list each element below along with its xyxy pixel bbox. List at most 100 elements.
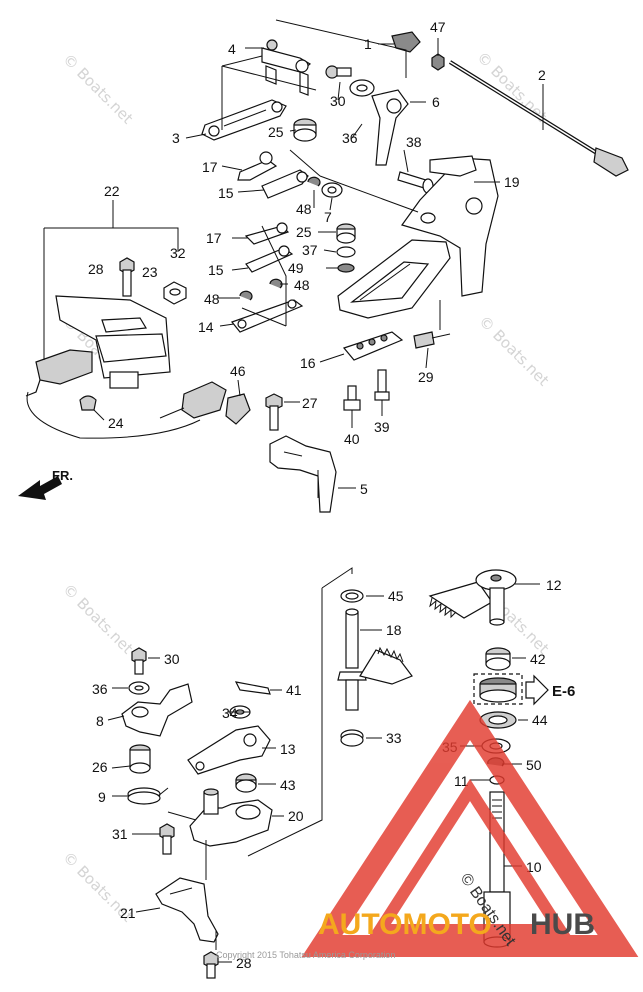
part-13-arm xyxy=(187,725,271,775)
callout-12: 12 xyxy=(546,577,562,593)
part-1-clip xyxy=(391,31,421,53)
part-14-plate xyxy=(231,299,304,333)
part-24-clamp xyxy=(79,395,97,411)
callout-4: 4 xyxy=(228,41,236,57)
part-15-joint-b xyxy=(245,245,294,273)
part-18-shaft xyxy=(337,608,413,711)
callout-38: 38 xyxy=(406,134,422,150)
copyright-text: Copyright 2015 Tohatsu America Corporati… xyxy=(216,950,395,960)
part-bearing-ref xyxy=(473,673,523,705)
callout-17b: 17 xyxy=(206,230,222,246)
callout-18: 18 xyxy=(386,622,402,638)
callout-43: 43 xyxy=(280,777,296,793)
part-7-washer xyxy=(321,182,343,198)
callout-8: 8 xyxy=(96,713,104,729)
callout-13: 13 xyxy=(280,741,296,757)
part-32-nut xyxy=(163,281,187,305)
part-15-joint-a xyxy=(261,169,309,199)
callout-39: 39 xyxy=(374,419,390,435)
callout-31: 31 xyxy=(112,826,128,842)
front-direction-arrow: FR. xyxy=(18,468,73,500)
callout-32: 32 xyxy=(170,245,186,261)
callout-45: 45 xyxy=(388,588,404,604)
watermark: © Boats.net xyxy=(473,48,551,126)
callout-36: 36 xyxy=(342,130,358,146)
callout-48: 48 xyxy=(296,201,312,217)
callout-3: 3 xyxy=(172,130,180,146)
callout-1: 1 xyxy=(364,36,372,52)
part-19-bracket xyxy=(337,155,499,319)
part-25-bush xyxy=(293,118,317,142)
callout-34: 34 xyxy=(222,705,238,721)
part-48-clip-b xyxy=(239,290,253,301)
callout-21: 21 xyxy=(120,905,136,921)
part-48-clip-a xyxy=(307,176,321,187)
part-2-cable xyxy=(448,60,629,177)
part-27-bolt xyxy=(265,393,283,431)
callout-36b: 36 xyxy=(92,681,108,697)
callout-23: 23 xyxy=(142,264,158,280)
logo-text-automoto: AUTOMOTO xyxy=(318,908,492,941)
callout-15b: 15 xyxy=(208,262,224,278)
front-label: FR. xyxy=(52,468,73,483)
callout-22: 22 xyxy=(104,183,120,199)
callout-33: 33 xyxy=(386,730,402,746)
part-16-slider xyxy=(342,331,404,361)
part-8-bracket xyxy=(121,683,193,737)
part-36-washer-b xyxy=(128,681,150,695)
watermark: © Boats.net xyxy=(59,580,137,658)
ref-label: E-6 xyxy=(552,683,575,700)
part-5-bracket xyxy=(269,435,337,513)
callout-numbers: 47 1 4 2 30 6 3 25 36 38 17 19 15 48 7 2… xyxy=(88,19,562,971)
callout-2: 2 xyxy=(538,67,546,83)
callout-27: 27 xyxy=(302,395,318,411)
part-42-bush xyxy=(485,647,511,671)
part-45-oring xyxy=(340,589,364,603)
part-25-bush-b xyxy=(336,223,356,244)
part-washer-top xyxy=(349,79,375,97)
logo-text-hub: HUB xyxy=(530,908,595,941)
callout-48b: 48 xyxy=(204,291,220,307)
callout-41: 41 xyxy=(286,682,302,698)
watermark: © Boats.net xyxy=(475,312,553,390)
part-48-clip-c xyxy=(269,278,283,289)
part-6-arm xyxy=(371,89,409,166)
part-37-bush xyxy=(336,246,356,258)
callout-16: 16 xyxy=(300,355,316,371)
callout-24: 24 xyxy=(108,415,124,431)
callout-10: 10 xyxy=(526,859,542,875)
callout-29: 29 xyxy=(418,369,434,385)
automotohub-logo xyxy=(301,699,639,957)
callout-30: 30 xyxy=(330,93,346,109)
part-17-clip-a xyxy=(237,151,278,181)
part-31-bolt xyxy=(159,823,175,855)
part-49-clip xyxy=(337,263,355,273)
part-41-clip xyxy=(234,681,271,695)
callout-50: 50 xyxy=(526,757,542,773)
part-39-pin xyxy=(374,369,390,401)
callout-44: 44 xyxy=(532,712,548,728)
callout-47: 47 xyxy=(430,19,446,35)
callout-7: 7 xyxy=(324,209,332,225)
callout-5: 5 xyxy=(360,481,368,497)
part-17-clip-b xyxy=(244,222,290,245)
callout-11: 11 xyxy=(454,773,469,789)
part-29-bolt xyxy=(413,331,451,349)
callout-28: 28 xyxy=(88,261,104,277)
callout-30b: 30 xyxy=(164,651,180,667)
callout-15: 15 xyxy=(218,185,234,201)
callout-42: 42 xyxy=(530,651,546,667)
callout-26: 26 xyxy=(92,759,108,775)
leader-lines xyxy=(43,19,544,963)
part-30-bolt-b xyxy=(131,647,147,675)
callout-19: 19 xyxy=(504,174,520,190)
part-43-bush xyxy=(235,773,257,793)
part-20-bracket xyxy=(189,788,273,847)
callout-25b: 25 xyxy=(296,224,312,240)
part-26-bush xyxy=(129,744,151,774)
callout-48c: 48 xyxy=(294,277,310,293)
part-47-nut xyxy=(431,53,445,71)
callout-6: 6 xyxy=(432,94,440,110)
